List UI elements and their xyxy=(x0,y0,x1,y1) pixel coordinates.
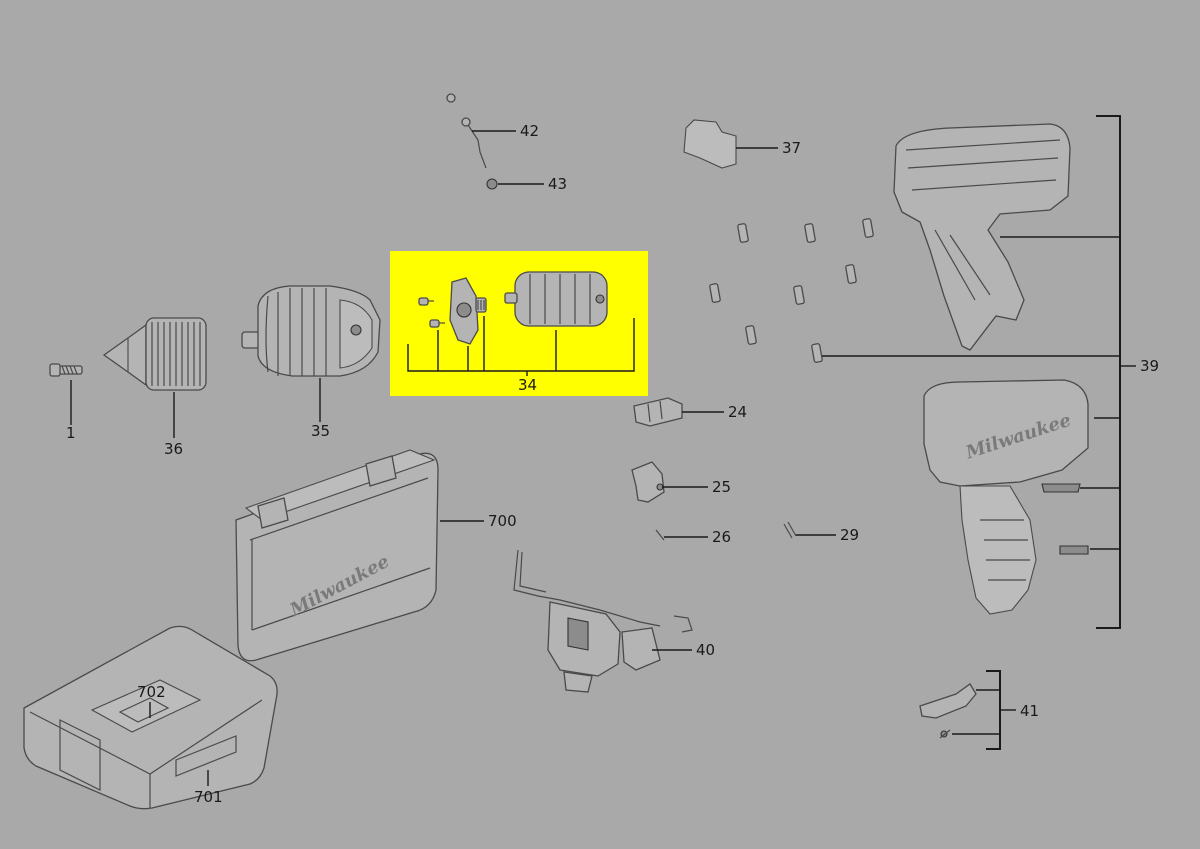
part-43-screw[interactable] xyxy=(486,178,498,190)
label-29[interactable]: 29 xyxy=(840,526,859,544)
part-702-insert[interactable] xyxy=(90,679,202,733)
label-39[interactable]: 39 xyxy=(1140,357,1159,375)
part-40-switch-assembly[interactable] xyxy=(513,549,693,693)
part-39-housing-left[interactable]: Milwaukee xyxy=(923,379,1089,615)
part-39-screws[interactable] xyxy=(709,218,1089,555)
label-36[interactable]: 36 xyxy=(164,440,183,458)
label-42[interactable]: 42 xyxy=(520,122,539,140)
label-701[interactable]: 701 xyxy=(194,788,223,806)
part-35-gearbox[interactable] xyxy=(241,285,381,377)
leader-41-bracket xyxy=(952,670,1016,750)
part-41-trigger-clip[interactable] xyxy=(919,683,977,739)
label-25[interactable]: 25 xyxy=(712,478,731,496)
label-24[interactable]: 24 xyxy=(728,403,747,421)
label-40[interactable]: 40 xyxy=(696,641,715,659)
leader-39-bracket xyxy=(822,115,1136,629)
label-37[interactable]: 37 xyxy=(782,139,801,157)
part-29-spring[interactable] xyxy=(783,521,797,539)
label-35[interactable]: 35 xyxy=(311,422,330,440)
label-43[interactable]: 43 xyxy=(548,175,567,193)
part-37-label-plate[interactable] xyxy=(683,119,737,169)
label-702[interactable]: 702 xyxy=(137,683,166,701)
part-34-motor-assembly[interactable] xyxy=(418,271,608,345)
label-26[interactable]: 26 xyxy=(712,528,731,546)
part-700-carry-case[interactable]: Milwaukee xyxy=(235,449,439,662)
leader-34-bracket xyxy=(407,316,635,376)
part-24-switch-cover[interactable] xyxy=(633,397,683,427)
part-42-clip[interactable] xyxy=(446,93,487,169)
highlight-box-34 xyxy=(390,251,648,396)
part-39-housing-right[interactable] xyxy=(893,123,1071,351)
label-700[interactable]: 700 xyxy=(488,512,517,530)
part-1-screw[interactable] xyxy=(49,363,83,377)
label-34[interactable]: 34 xyxy=(518,376,537,394)
label-1[interactable]: 1 xyxy=(66,424,76,442)
part-26-spring[interactable] xyxy=(655,529,665,541)
part-36-chuck[interactable] xyxy=(102,317,207,391)
label-41[interactable]: 41 xyxy=(1020,702,1039,720)
part-25-direction-switch[interactable] xyxy=(631,461,665,503)
